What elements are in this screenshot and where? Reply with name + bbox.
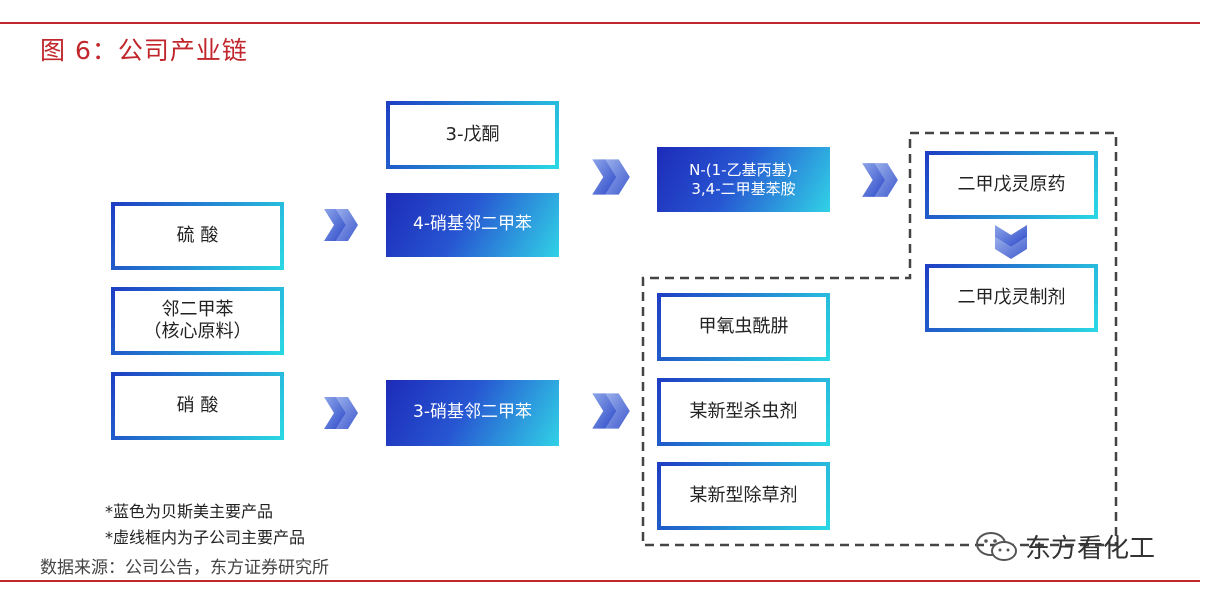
top-rule: [0, 22, 1200, 24]
new-herbicide-label: 某新型除草剂: [689, 484, 798, 506]
raw-material-nitric-acid: 硝 酸: [111, 372, 284, 440]
subsidiary-product-pendimethalin-formulation: 二甲戊灵制剂: [925, 264, 1098, 332]
chevron-right-icon: [324, 397, 358, 429]
intermediate-pentanone: 3-戊酮: [386, 101, 559, 169]
new-insecticide-label: 某新型杀虫剂: [689, 400, 798, 422]
source-note: 数据来源：公司公告，东方证券研究所: [40, 558, 329, 578]
wechat-icon: [976, 531, 1017, 561]
subsidiary-product-methoxyfenozide: 甲氧虫酰肼: [657, 293, 830, 361]
chevron-right-icon: [592, 393, 630, 429]
figure-title: 图 6：公司产业链: [40, 36, 248, 65]
nitro4-label: 4-硝基邻二甲苯: [413, 214, 532, 235]
raw-material-sulfuric-acid: 硫 酸: [111, 202, 284, 270]
chevron-right-icon: [862, 163, 898, 197]
product-3-nitro-o-xylene: 3-硝基邻二甲苯: [386, 380, 559, 446]
product-amine: N-(1-乙基丙基)- 3,4-二甲基苯胺: [657, 147, 830, 212]
note-blue-products: *蓝色为贝斯美主要产品: [105, 502, 274, 521]
o-xylene-sublabel: （核心原料）: [143, 321, 252, 342]
pendimethalin-tech-label: 二甲戊灵原药: [957, 173, 1066, 195]
product-4-nitro-o-xylene: 4-硝基邻二甲苯: [386, 193, 559, 257]
watermark-text: 东方看化工: [1025, 534, 1156, 564]
amine-label-line1: N-(1-乙基丙基)-: [689, 160, 798, 179]
sulfuric-acid-label: 硫 酸: [176, 224, 219, 246]
o-xylene-label: 邻二甲苯: [161, 298, 234, 320]
chevron-down-icon: [995, 225, 1027, 259]
nitric-acid-label: 硝 酸: [176, 394, 219, 416]
chevron-right-icon: [324, 209, 358, 241]
nitro3-label: 3-硝基邻二甲苯: [413, 402, 532, 423]
subsidiary-product-new-insecticide: 某新型杀虫剂: [657, 378, 830, 446]
note-dashed-subsidiary: *虚线框内为子公司主要产品: [105, 528, 306, 547]
watermark: 东方看化工: [975, 528, 1155, 565]
bottom-rule: [0, 580, 1200, 582]
pentanone-label: 3-戊酮: [445, 123, 500, 145]
chevron-right-icon: [592, 159, 630, 195]
pendimethalin-form-label: 二甲戊灵制剂: [957, 286, 1066, 308]
subsidiary-product-pendimethalin-tech: 二甲戊灵原药: [925, 151, 1098, 219]
subsidiary-product-new-herbicide: 某新型除草剂: [657, 462, 830, 530]
raw-material-o-xylene: 邻二甲苯 （核心原料）: [111, 287, 284, 355]
methoxyfenozide-label: 甲氧虫酰肼: [698, 315, 789, 337]
amine-label-line2: 3,4-二甲基苯胺: [691, 179, 796, 198]
